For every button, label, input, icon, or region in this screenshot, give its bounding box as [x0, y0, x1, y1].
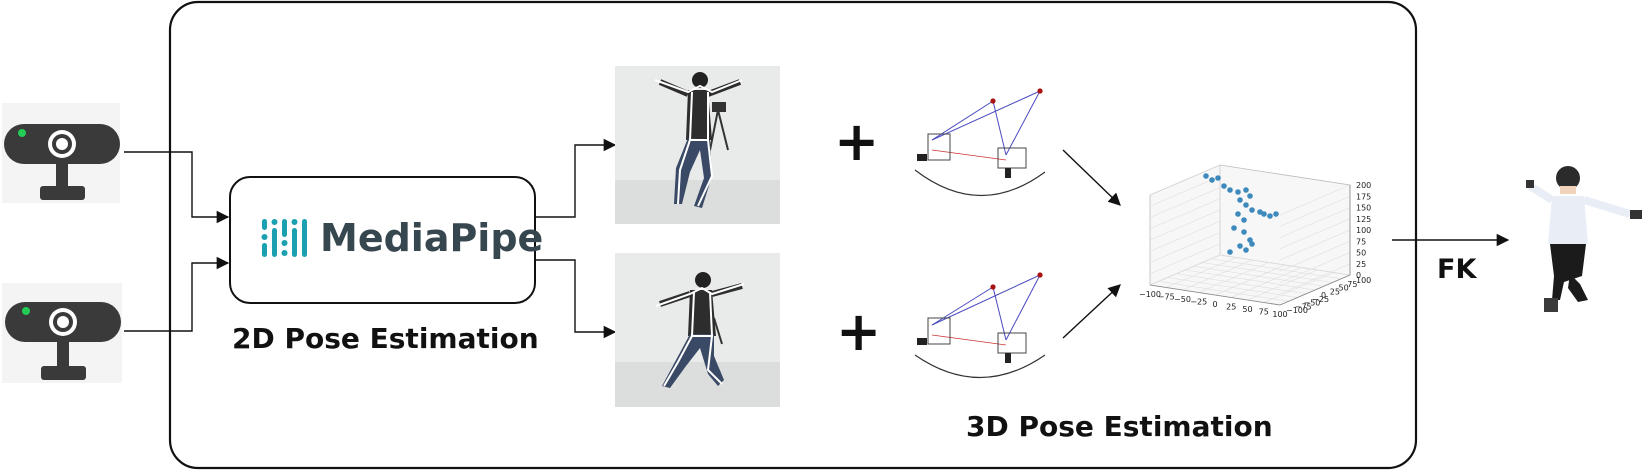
arrow-cam2-to-mediapipe: [124, 256, 230, 332]
x-tick-label: 25: [1226, 303, 1236, 312]
plot-gridline: [1149, 232, 1221, 263]
x-tick-label: 100: [1272, 310, 1287, 319]
x-tick-label: 0: [1212, 300, 1217, 309]
pose-frame-camera2: [615, 253, 780, 407]
y-tick-label: −100: [1286, 306, 1308, 315]
z-tick-label: 0: [1356, 271, 1361, 280]
plot-gridline: [1202, 262, 1333, 283]
plot-gridline: [1176, 273, 1307, 295]
z-tick-label: 150: [1356, 204, 1371, 213]
system-boundary-box: [168, 0, 1418, 470]
plus-sign-1: +: [834, 110, 880, 173]
z-tick-label: 175: [1356, 192, 1371, 201]
plot-gridline: [1149, 187, 1221, 218]
x-tick-label: −25: [1190, 298, 1207, 307]
plot-gridline: [1184, 269, 1316, 291]
plot-gridline: [1149, 209, 1221, 241]
plot-gridline: [1279, 207, 1351, 238]
y-tick-label: −75: [1295, 302, 1312, 311]
z-tick-label: 125: [1356, 215, 1371, 224]
mediapipe-wordmark: MediaPipe: [320, 216, 544, 260]
avatar-character: [1526, 166, 1642, 312]
z-tick-label: 100: [1356, 226, 1371, 235]
z-tick-label: 200: [1356, 181, 1371, 190]
plot-gridline: [1149, 220, 1221, 252]
arrow-cam1-to-mediapipe: [124, 151, 230, 224]
triangulation-diagram-2: [914, 272, 1046, 378]
y-tick-label: −25: [1312, 295, 1329, 304]
plot-gridline: [1149, 175, 1221, 207]
plot-gridline: [1149, 243, 1221, 275]
webcam-icon-top: [2, 103, 120, 203]
x-tick-label: 75: [1259, 308, 1269, 317]
label-fk: FK: [1437, 254, 1477, 285]
x-tick-label: 50: [1242, 305, 1252, 314]
arrow-mediapipe-to-frame1: [535, 138, 617, 218]
arrow-triangulation2-to-3d: [1062, 284, 1121, 339]
y-tick-label: 75: [1347, 280, 1357, 289]
plot-gridline: [1158, 280, 1289, 302]
y-tick-label: −50: [1304, 299, 1321, 308]
arrow-mediapipe-to-frame2: [535, 259, 617, 339]
triangulation-diagram-1: [914, 88, 1046, 197]
plot-gridline: [1279, 263, 1351, 295]
x-tick-label: −50: [1174, 295, 1191, 304]
plot-gridline: [1279, 184, 1351, 216]
mediapipe-logo-icon: [261, 219, 307, 257]
plot-gridline: [1279, 229, 1351, 261]
x-tick-label: −75: [1158, 293, 1175, 302]
plot-gridline: [1219, 254, 1351, 276]
label-2d-pose-estimation: 2D Pose Estimation: [232, 322, 539, 355]
z-tick-label: 75: [1356, 237, 1366, 246]
plot-gridline: [1167, 277, 1298, 298]
y-tick-label: 50: [1339, 284, 1349, 293]
webcam-icon-bottom: [2, 283, 122, 383]
y-tick-label: 0: [1321, 291, 1326, 300]
plot-gridline: [1149, 198, 1221, 230]
x-tick-label: −100: [1139, 290, 1161, 299]
y-tick-label: 100: [1356, 276, 1371, 285]
plot-gridline: [1279, 218, 1351, 250]
mediapipe-box: [229, 176, 536, 304]
plot-gridline: [1193, 265, 1324, 287]
plus-sign-2: +: [836, 300, 882, 363]
z-tick-label: 50: [1356, 249, 1366, 258]
plot-gridline: [1279, 252, 1351, 283]
plot-gridline: [1279, 195, 1351, 227]
y-tick-label: 25: [1330, 287, 1340, 296]
plot-gridline: [1211, 258, 1342, 280]
plot-gridline: [1149, 164, 1221, 196]
arrow-triangulation1-to-3d: [1062, 149, 1121, 206]
label-3d-pose-estimation: 3D Pose Estimation: [966, 410, 1273, 443]
z-tick-label: 25: [1356, 260, 1366, 269]
pose-frame-camera1: [615, 66, 780, 224]
